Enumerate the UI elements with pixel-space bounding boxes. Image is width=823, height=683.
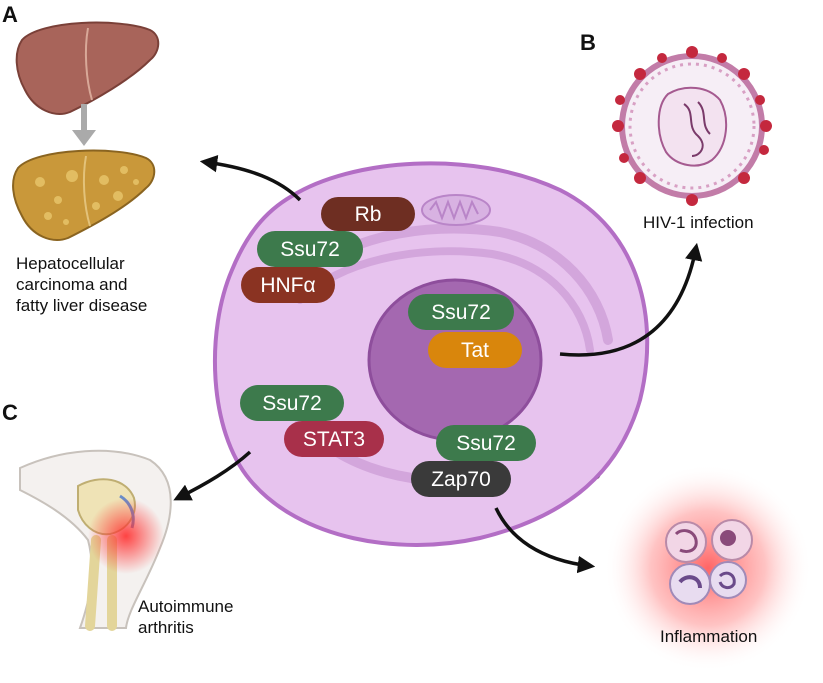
caption-c-line-2: arthritis — [138, 618, 194, 637]
pill-zap70: Zap70 — [411, 461, 511, 497]
caption-a-line-2: carcinoma and — [16, 275, 128, 294]
pill-ssu72-liver-label: Ssu72 — [280, 238, 340, 261]
hiv-virus-icon — [612, 46, 772, 206]
pill-tat: Tat — [428, 332, 522, 368]
pill-rb: Rb — [321, 197, 415, 231]
down-arrow-icon — [72, 104, 96, 146]
caption-a-line-3: fatty liver disease — [16, 296, 147, 315]
caption-c-line-1: Autoimmune — [138, 597, 233, 616]
pill-tat-label: Tat — [461, 339, 489, 362]
arrow-to-knee — [173, 450, 252, 501]
pill-stat3: STAT3 — [284, 421, 384, 457]
pill-zap70-label: Zap70 — [431, 468, 491, 491]
pill-ssu72-zap-label: Ssu72 — [456, 432, 516, 455]
arrow-to-liver — [199, 154, 302, 202]
mitochondrion-icon — [421, 194, 491, 226]
pill-ssu72-nucleus-label: Ssu72 — [431, 301, 491, 324]
liver-icon — [15, 21, 160, 115]
pill-ssu72-stat: Ssu72 — [240, 385, 344, 421]
pill-rb-label: Rb — [355, 203, 382, 226]
caption-a: Hepatocellular carcinoma and fatty liver… — [16, 254, 147, 315]
pill-hnfa: HNFα — [241, 267, 335, 303]
pill-ssu72-stat-label: Ssu72 — [262, 392, 322, 415]
caption-a-line-1: Hepatocellular — [16, 254, 125, 273]
panel-letter-a: A — [2, 2, 18, 27]
fatty-liver-icon — [12, 149, 156, 241]
pill-ssu72-nucleus: Ssu72 — [408, 294, 514, 330]
panel-letter-b: B — [580, 30, 596, 55]
pill-stat3-label: STAT3 — [303, 428, 365, 451]
panel-letter-c: C — [2, 400, 18, 425]
knee-joint-icon — [19, 449, 172, 631]
immune-cells-icon — [604, 464, 812, 672]
pill-ssu72-zap: Ssu72 — [436, 425, 536, 461]
pill-ssu72-liver: Ssu72 — [257, 231, 363, 267]
arrow-to-hiv — [559, 242, 703, 357]
caption-d: Inflammation — [660, 627, 757, 646]
caption-b: HIV-1 infection — [643, 213, 754, 232]
arrow-to-inflammation — [494, 507, 596, 574]
caption-c: Autoimmune arthritis — [138, 597, 233, 637]
pill-hnfa-label: HNFα — [260, 274, 315, 297]
